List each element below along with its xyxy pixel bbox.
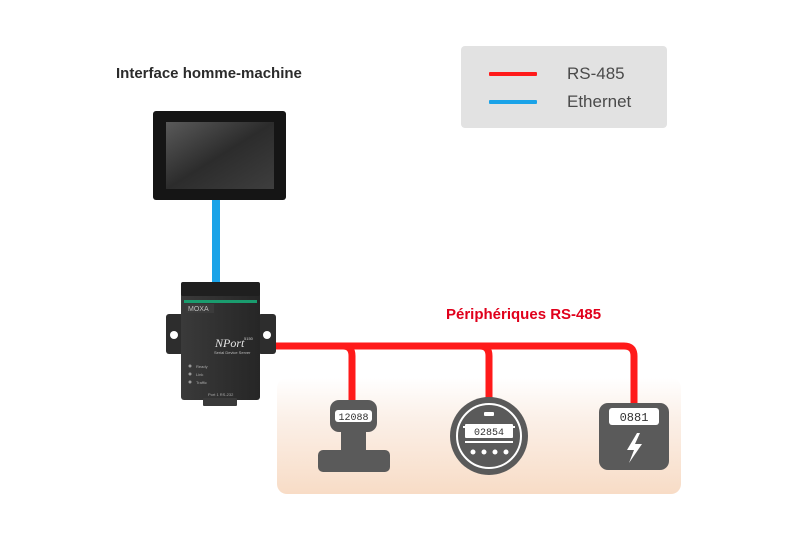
legend: RS-485 Ethernet [461, 46, 667, 128]
server-led-link: Link [196, 372, 203, 377]
power-meter-icon: 0881 [599, 403, 669, 470]
server-led-ready: Ready [196, 364, 208, 369]
server-port-label: Port 1 RS-232 [208, 392, 234, 397]
lightning-bolt-icon [627, 433, 642, 463]
server-brand: MOXA [188, 306, 209, 313]
rs485-bus [258, 342, 638, 408]
water-meter-icon: 12088 [318, 400, 390, 472]
power-meter-reading: 0881 [620, 411, 649, 425]
legend-swatch-ethernet [489, 100, 537, 104]
serial-device-server-icon: MOXA NPort 5150 Serial Device Server Rea… [166, 282, 276, 406]
hmi-screen-icon [153, 111, 286, 200]
gas-meter-icon: 02854 [450, 397, 528, 475]
legend-label-ethernet: Ethernet [567, 92, 632, 111]
peripherals-label: Périphériques RS-485 [446, 306, 602, 323]
hmi-label: Interface homme-machine [116, 65, 302, 82]
server-model-suffix: 5150 [244, 336, 254, 341]
ethernet-cable [212, 198, 220, 286]
server-led-traffic: Traffic [196, 380, 207, 385]
legend-label-rs485: RS-485 [567, 64, 625, 83]
gas-meter-reading: 02854 [474, 428, 504, 439]
legend-item-rs485: RS-485 [489, 62, 625, 86]
legend-item-ethernet: Ethernet [489, 90, 631, 114]
legend-swatch-rs485 [489, 72, 537, 76]
water-meter-reading: 12088 [338, 413, 368, 424]
server-subtitle: Serial Device Server [214, 350, 251, 355]
server-model: NPort [214, 336, 245, 350]
